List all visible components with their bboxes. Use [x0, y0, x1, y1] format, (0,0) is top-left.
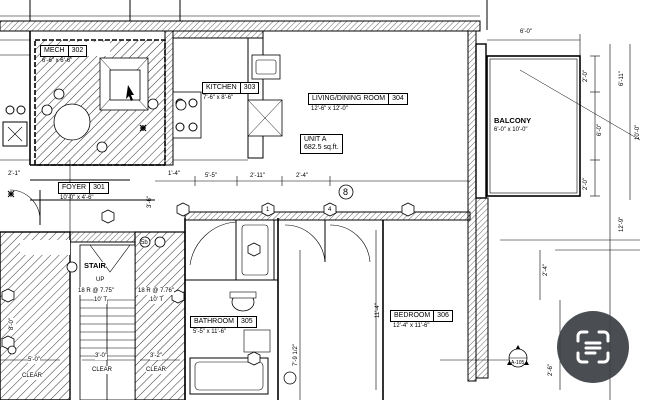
bedroom-number: 306 [433, 311, 452, 321]
living-name: LIVING/DINING ROOM [312, 95, 386, 102]
lens-button[interactable] [557, 311, 629, 383]
scan-text-icon [576, 330, 610, 364]
foyer-name: FOYER [62, 184, 87, 191]
bathroom-name: BATHROOM [194, 318, 234, 325]
dim-right-total-a: 6'-11" [619, 71, 625, 86]
dim-balcony-width: 6'-0" [520, 29, 532, 35]
hex-tag-b: 4 [328, 207, 332, 213]
dim-bath-v: 7'-9 1/2" [293, 344, 299, 366]
room-tag-mech: MECH 302 [40, 45, 88, 57]
dim-right-low-b: 2'-6" [548, 364, 554, 376]
clear-right: CLEAR [146, 366, 167, 374]
living-size: 12'-6" x 12'-0" [311, 106, 348, 112]
dim-stair-width-right: 3'-2" [150, 352, 162, 360]
dim-right-low-a: 2'-4" [543, 264, 549, 276]
dim-balcony-h2: 2'-0" [583, 178, 589, 190]
mech-name: MECH [44, 47, 65, 54]
dim-foyer-b: 2'-11" [250, 173, 265, 179]
grid-marker: 8 [343, 187, 349, 197]
riser-right: 18 R @ 7.76" [138, 287, 174, 295]
kitchen-size: 7'-6" x 8'-6" [203, 95, 234, 101]
clear-left: CLEAR [92, 366, 113, 374]
room-tag-bedroom: BEDROOM 306 [390, 310, 453, 322]
riser-left: 18 R @ 7.75" [78, 287, 114, 295]
living-number: 304 [388, 94, 407, 104]
dim-stair-riser: 3'-6" [147, 196, 153, 208]
dim-right-total-c: 12'-9" [619, 216, 625, 232]
balcony-size: 6'-0" x 10'-0" [494, 127, 528, 133]
dim-right-total-b: 10'-0" [635, 124, 641, 140]
dim-bed-v: 11'-4" [375, 303, 381, 318]
room-tag-living: LIVING/DINING ROOM 304 [308, 93, 408, 105]
unit-area: 682.5 sq.ft. [304, 144, 339, 151]
dim-foyer-mid: 1'-4" [168, 171, 180, 177]
dim-left-v-a: 8'-0" [8, 318, 16, 330]
room-tag-bathroom: BATHROOM 305 [190, 316, 257, 328]
tread-left: 10' T [94, 296, 108, 304]
bathroom-number: 305 [236, 317, 256, 327]
dim-foyer-c: 2'-4" [296, 173, 308, 179]
dim-balcony-mid: 6'-0" [597, 124, 603, 136]
hex-tag-c: 5b [141, 240, 148, 246]
bathroom-size: 5'-5" x 11'-6" [193, 329, 227, 335]
dim-left-v-b: 5'-0" [28, 356, 40, 364]
stair-up: UP [96, 276, 105, 284]
bedroom-size: 12'-4" x 11'-6" [393, 323, 430, 329]
foyer-number: 301 [89, 183, 108, 193]
bedroom-name: BEDROOM [394, 312, 431, 319]
foyer-size: 10'-0" x 4'-6" [60, 195, 94, 201]
mech-number: 302 [67, 46, 87, 56]
dim-foyer-left: 2'-1" [8, 171, 20, 177]
dim-stair-width-left: 3'-0" [95, 352, 107, 360]
room-tag-kitchen: KITCHEN 303 [202, 82, 260, 94]
balcony-name: BALCONY [494, 116, 532, 125]
section-ref: A-105 [511, 360, 525, 366]
clear-far: CLEAR [22, 372, 43, 380]
stair-name: STAIR [84, 261, 106, 270]
tread-right: 10' T [150, 296, 164, 304]
dim-foyer-a: 5'-5" [205, 173, 217, 179]
hex-tag-a: 1 [266, 207, 270, 213]
unit-label: UNIT A 682.5 sq.ft. [300, 134, 343, 154]
kitchen-number: 303 [239, 83, 259, 93]
dim-balcony-h1: 2'-0" [583, 70, 589, 82]
unit-name: UNIT A [304, 136, 327, 143]
mech-size: 6'-6" x 6'-6" [42, 58, 73, 64]
kitchen-name: KITCHEN [206, 84, 237, 91]
room-tag-foyer: FOYER 301 [58, 182, 109, 194]
